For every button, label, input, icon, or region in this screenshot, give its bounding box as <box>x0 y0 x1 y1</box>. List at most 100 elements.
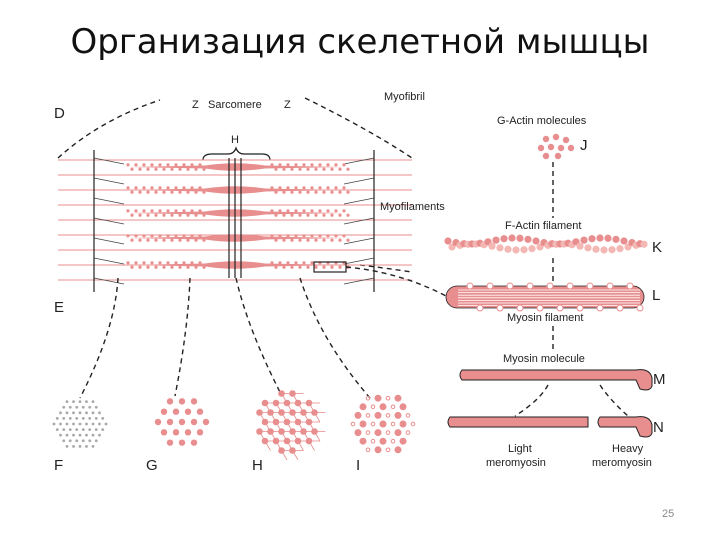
cross-section-dot <box>81 417 85 420</box>
myosin-head <box>142 209 146 213</box>
overlap-section-dot <box>374 446 382 454</box>
cross-section-dot <box>75 439 79 443</box>
myosin-head <box>178 265 182 269</box>
myosin-head <box>146 213 150 217</box>
myofibril-label: Myofibril <box>384 91 425 103</box>
cross-section-dot <box>190 398 198 405</box>
myosin-head <box>166 261 170 265</box>
connector-to-g <box>174 277 191 397</box>
myosin-head <box>186 213 190 217</box>
myosin-head <box>182 163 186 167</box>
panel-letter-d: D <box>54 105 65 122</box>
myosin-head <box>274 167 278 171</box>
g-actin-cluster <box>537 133 575 160</box>
f-actin-bead <box>500 235 508 243</box>
cross-bridge <box>264 440 271 451</box>
f-actin-bead <box>532 237 540 245</box>
cross-section-dot <box>78 433 82 437</box>
overlap-section-dot <box>394 411 402 419</box>
myosin-head <box>526 282 534 290</box>
myosin-head <box>166 163 170 167</box>
f-actin-bead <box>520 246 528 254</box>
cross-section-dot <box>59 411 62 415</box>
myosin-head <box>126 234 130 238</box>
overlap-section-dot <box>354 429 362 437</box>
myosin-head <box>198 234 202 238</box>
myosin-head <box>158 209 162 213</box>
myosin-head <box>134 261 138 265</box>
myosin-head <box>298 238 302 242</box>
h-zone-label: H <box>231 134 239 146</box>
z-disc-fan-right <box>343 197 375 205</box>
myosin-head <box>194 213 198 217</box>
myosin-head <box>162 190 166 194</box>
cross-section-dot <box>101 428 105 431</box>
myosin-head <box>330 213 334 217</box>
myosin-head <box>170 238 174 242</box>
myosin-head <box>202 190 206 194</box>
myosin-head <box>290 265 294 269</box>
myosin-head <box>286 209 290 213</box>
panel-letter-m: M <box>653 371 666 388</box>
myosin-head <box>274 238 278 242</box>
myosin-head <box>126 163 130 167</box>
myosin-head <box>338 213 342 217</box>
cross-section-dot <box>81 439 85 443</box>
myosin-head <box>134 234 138 238</box>
myosin-head <box>330 238 334 242</box>
myosin-head <box>310 234 314 238</box>
myosin-head <box>496 304 504 312</box>
overlap-section-dot <box>394 446 402 454</box>
myosin-head <box>202 213 206 217</box>
myofibril-outline-left <box>57 99 161 159</box>
z-disc-fan-left <box>93 157 125 165</box>
light-meromyosin-label-1: Light <box>508 443 532 455</box>
myosin-head <box>194 265 198 269</box>
myosin-head <box>294 186 298 190</box>
f-actin-label: F-Actin filament <box>505 220 581 232</box>
g-actin-molecule <box>554 152 562 160</box>
myosin-head <box>338 238 342 242</box>
overlap-section-dot <box>365 430 371 435</box>
connector-m-heavy <box>599 384 629 417</box>
myosin-head <box>298 265 302 269</box>
myosin-head <box>306 265 310 269</box>
myosin-head <box>150 234 154 238</box>
myosin-head <box>162 167 166 171</box>
g-actin-molecule <box>557 144 565 152</box>
cross-section-dot <box>184 408 192 415</box>
myosin-head <box>342 209 346 213</box>
myosin-head <box>286 163 290 167</box>
cross-section-dot <box>104 422 108 426</box>
cross-section-dot <box>166 398 174 405</box>
myosin-head <box>586 282 594 290</box>
h-zone-brace <box>202 146 271 161</box>
myosin-head <box>186 265 190 269</box>
myosin-head <box>290 238 294 242</box>
cross-section-dot <box>55 428 59 431</box>
f-actin-bead <box>604 234 612 242</box>
myosin-head <box>346 167 350 171</box>
g-actin-molecule <box>567 144 575 152</box>
overlap-section-dot <box>385 430 391 435</box>
overlap-section-dot <box>365 447 371 453</box>
myosin-molecule-label: Myosin molecule <box>503 353 585 365</box>
overlap-section-dot <box>394 429 402 437</box>
myosin-head <box>190 234 194 238</box>
myosin-head <box>194 167 198 171</box>
z-disc-fan-right <box>343 177 375 185</box>
myosin-head <box>330 167 334 171</box>
cross-section-dot <box>166 418 174 426</box>
myosin-head <box>302 186 306 190</box>
cross-section-dot <box>72 433 75 437</box>
myosin-head <box>310 261 314 265</box>
cross-section-dot <box>72 400 75 404</box>
myosin-head <box>306 167 310 171</box>
myosin-head <box>322 190 326 194</box>
z-disc-fan-right <box>343 257 375 265</box>
overlap-section-dot <box>390 438 396 444</box>
sarcomere-label: Sarcomere <box>208 99 262 111</box>
cross-section-dot <box>59 422 62 426</box>
f-actin-filament <box>444 234 648 254</box>
myosin-head <box>576 304 584 312</box>
